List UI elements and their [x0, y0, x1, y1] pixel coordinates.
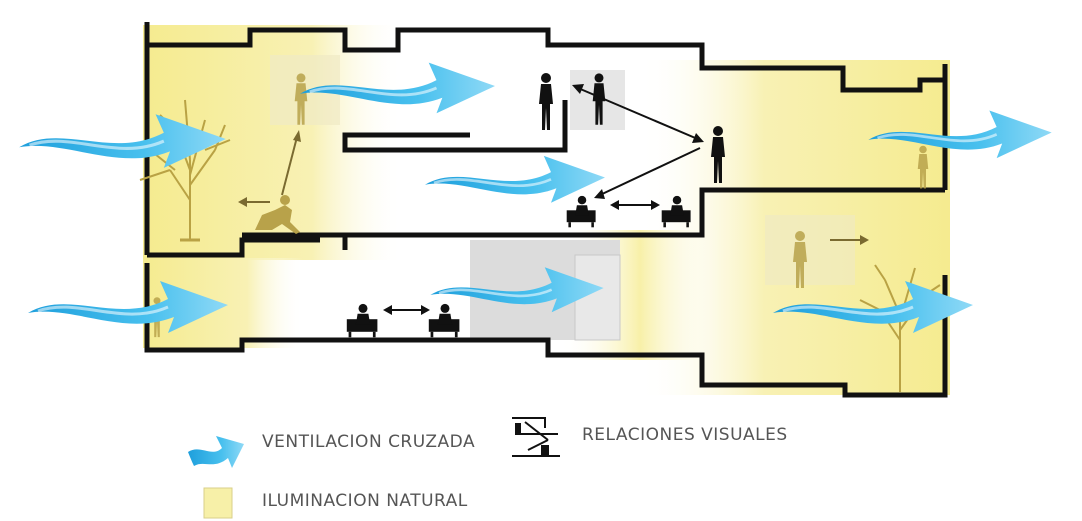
- natural-light-swatch: [203, 487, 233, 519]
- airflow-arrow-icon: [188, 436, 244, 468]
- legend: [188, 417, 560, 519]
- reclining-person-icon: [255, 195, 300, 234]
- building-section: [144, 22, 948, 398]
- legend-label-natural-light: ILUMINACION NATURAL: [262, 491, 468, 511]
- airflow-arrow-icon: [425, 154, 605, 205]
- legend-label-ventilation: VENTILACION CRUZADA: [262, 432, 476, 452]
- view-direction-arrows: [238, 130, 869, 245]
- visual-relation-arrows: [383, 84, 704, 315]
- visual-relation-icon: [512, 417, 560, 457]
- legend-label-visual-relations: RELACIONES VISUALES: [582, 425, 788, 445]
